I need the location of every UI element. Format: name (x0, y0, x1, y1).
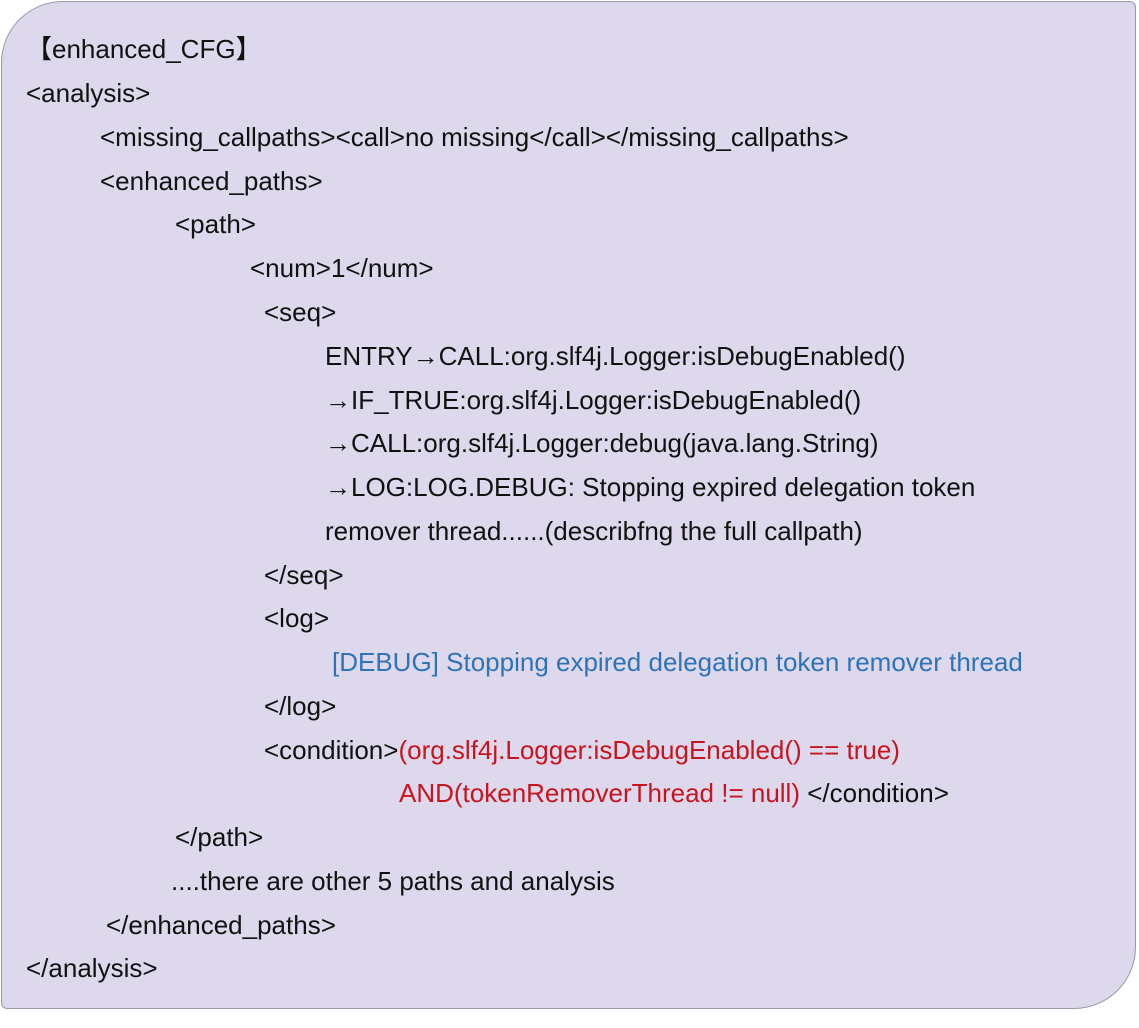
enhanced-paths-open-tag: <enhanced_paths> (100, 166, 323, 196)
path-close-tag: </path> (175, 822, 264, 852)
missing-callpaths-line: <missing_callpaths><call>no missing</cal… (100, 122, 849, 152)
seq-step-4: →LOG:LOG.DEBUG: Stopping expired delegat… (325, 472, 976, 502)
condition-open-tag: <condition> (264, 735, 399, 765)
seq-open-tag: <seq> (264, 297, 337, 327)
seq-step-2: →IF_TRUE:org.slf4j.Logger:isDebugEnabled… (325, 385, 862, 415)
condition-line-2: AND(tokenRemoverThread != null) </condit… (399, 778, 949, 808)
other-paths-note: ....there are other 5 paths and analysis (171, 866, 615, 896)
seq-close-tag: </seq> (264, 560, 344, 590)
seq-step-5: remover thread......(describfng the full… (325, 516, 863, 546)
path-open-tag: <path> (175, 209, 256, 239)
condition-expression-1: (org.slf4j.Logger:isDebugEnabled() == tr… (398, 735, 900, 765)
seq-step-3: →CALL:org.slf4j.Logger:debug(java.lang.S… (325, 428, 879, 458)
condition-line-1: <condition>(org.slf4j.Logger:isDebugEnab… (264, 735, 900, 765)
log-close-tag: </log> (264, 691, 337, 721)
enhanced-paths-close-tag: </enhanced_paths> (106, 910, 336, 940)
log-message: [DEBUG] Stopping expired delegation toke… (332, 647, 1023, 677)
num-line: <num>1</num> (250, 253, 434, 283)
analysis-open-tag: <analysis> (26, 78, 151, 108)
enhanced-cfg-card (1, 1, 1136, 1009)
condition-expression-2: AND(tokenRemoverThread != null) (399, 778, 800, 808)
analysis-close-tag: </analysis> (26, 953, 158, 983)
log-open-tag: <log> (264, 603, 330, 633)
condition-close-tag: </condition> (800, 778, 949, 808)
card-title: 【enhanced_CFG】 (26, 34, 262, 64)
seq-step-1: ENTRY→CALL:org.slf4j.Logger:isDebugEnabl… (325, 341, 906, 371)
